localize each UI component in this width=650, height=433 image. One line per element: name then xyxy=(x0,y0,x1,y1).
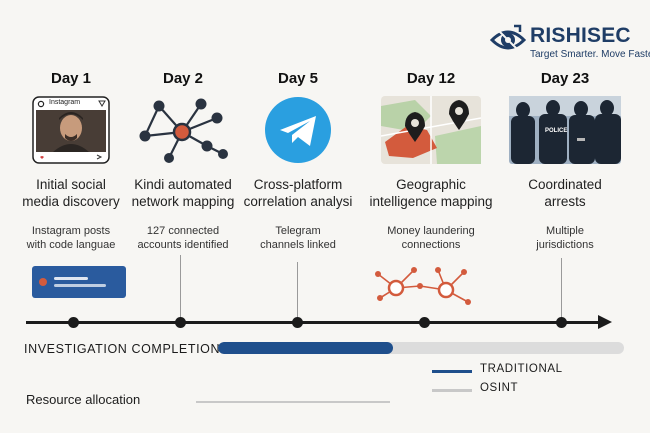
stage-title-line: Coordinated xyxy=(528,177,602,192)
legend-item-osint: OSINT xyxy=(432,382,592,398)
stage-detail-line: connections xyxy=(401,239,461,251)
stage-detail-line: Money laundering xyxy=(387,225,475,237)
day-label: Day 2 xyxy=(162,70,204,87)
day-label: Day 23 xyxy=(540,70,590,87)
money-network-icon xyxy=(375,267,471,305)
stage-detail-line: Multiple xyxy=(546,225,584,237)
timeline-axis xyxy=(26,321,600,324)
timeline-connector xyxy=(561,258,562,321)
resource-label: Resource allocation xyxy=(26,392,141,407)
map-pins-icon xyxy=(380,96,482,164)
telegram-image xyxy=(242,96,354,164)
timeline-stage-day-2: Day 2 K xyxy=(118,68,248,252)
stage-detail: 127 connected accounts identified xyxy=(118,224,248,252)
telegram-icon xyxy=(265,97,331,163)
stage-title-line: arrests xyxy=(544,194,586,209)
progress-label: INVESTIGATION COMPLETION xyxy=(24,342,221,356)
day-label: Day 1 xyxy=(50,70,92,87)
instagram-post-image: Instagram xyxy=(15,96,127,164)
brand-tagline: Target Smarter. Move Faster. xyxy=(530,49,650,60)
stage-detail-line: Telegram xyxy=(275,225,321,237)
day-label: Day 12 xyxy=(406,70,456,87)
timeline-marker-day-2 xyxy=(175,317,186,328)
timeline-marker-day-23 xyxy=(556,317,567,328)
timeline-marker-day-1 xyxy=(68,317,79,328)
resource-bar xyxy=(196,401,390,403)
stage-title-line: Geographic xyxy=(396,177,466,192)
instagram-post-icon xyxy=(32,96,110,164)
timeline-marker-day-12 xyxy=(419,317,430,328)
timeline-connector xyxy=(297,262,298,321)
stage-detail: Money laundering connections xyxy=(366,224,496,252)
police-arrest-image: POLICE xyxy=(509,96,621,164)
network-graph-image xyxy=(127,96,239,164)
stage-detail-line: 127 connected xyxy=(146,225,220,237)
stage-title-line: correlation analysi xyxy=(243,194,353,209)
timeline-arrow-icon xyxy=(598,315,612,329)
brand-logo: RISHISEC Target Smarter. Move Faster. xyxy=(490,22,650,62)
timeline-connector xyxy=(180,255,181,321)
stage-detail: Instagram posts with code languae xyxy=(6,224,136,252)
police-label: POLICE xyxy=(545,128,568,134)
stage-title: Coordinated arrests xyxy=(500,176,630,210)
progress-bar xyxy=(218,342,624,354)
timeline-stage-day-5: Day 5 Cross-platform correlation analysi… xyxy=(233,68,363,252)
day-label: Day 5 xyxy=(277,70,319,87)
timeline-stage-day-23: Day 23 POLICE Coordinated arrests Multip… xyxy=(500,68,630,252)
instagram-header-text: Instagram xyxy=(49,99,81,106)
stage-detail: Multiple jurisdictions xyxy=(500,224,630,252)
timeline-stage-day-1: Day 1 Instagram Initial social media dis… xyxy=(6,68,136,252)
stage-title-line: Kindi automated xyxy=(134,177,232,192)
brand-name: RISHISEC xyxy=(530,24,631,47)
stage-detail: Telegram channels linked xyxy=(233,224,363,252)
stage-title: Kindi automated network mapping xyxy=(118,176,248,210)
legend-swatch xyxy=(432,389,472,392)
stage-title: Geographic intelligence mapping xyxy=(366,176,496,210)
police-arrest-icon xyxy=(509,96,621,164)
stage-title-line: intelligence mapping xyxy=(369,194,493,209)
network-graph-icon xyxy=(139,98,228,163)
map-image xyxy=(375,96,487,164)
stage-detail-line: channels linked xyxy=(260,239,336,251)
eye-shield-icon xyxy=(490,24,526,53)
post-card-icon xyxy=(39,277,106,287)
stage-title: Initial social media discovery xyxy=(6,176,136,210)
progress-bar-fill xyxy=(218,342,393,354)
legend-item-traditional: TRADITIONAL xyxy=(432,363,592,379)
stage-title-line: Cross-platform xyxy=(253,177,343,192)
legend-label: TRADITIONAL xyxy=(480,363,563,375)
social-post-card xyxy=(32,266,126,298)
timeline-stage-day-12: Day 12 Geographic intelligence mapping M… xyxy=(366,68,496,252)
stage-detail-line: accounts identified xyxy=(137,239,229,251)
stage-title-line: network mapping xyxy=(131,194,235,209)
stage-detail-line: jurisdictions xyxy=(536,239,594,251)
legend-label: OSINT xyxy=(480,382,519,394)
stage-title-line: media discovery xyxy=(22,194,120,209)
stage-title-line: Initial social xyxy=(36,177,106,192)
timeline-marker-day-5 xyxy=(292,317,303,328)
legend-swatch xyxy=(432,370,472,373)
stage-title: Cross-platform correlation analysi xyxy=(233,176,363,210)
stage-detail-line: with code languae xyxy=(26,239,116,251)
stage-detail-line: Instagram posts xyxy=(31,225,111,237)
